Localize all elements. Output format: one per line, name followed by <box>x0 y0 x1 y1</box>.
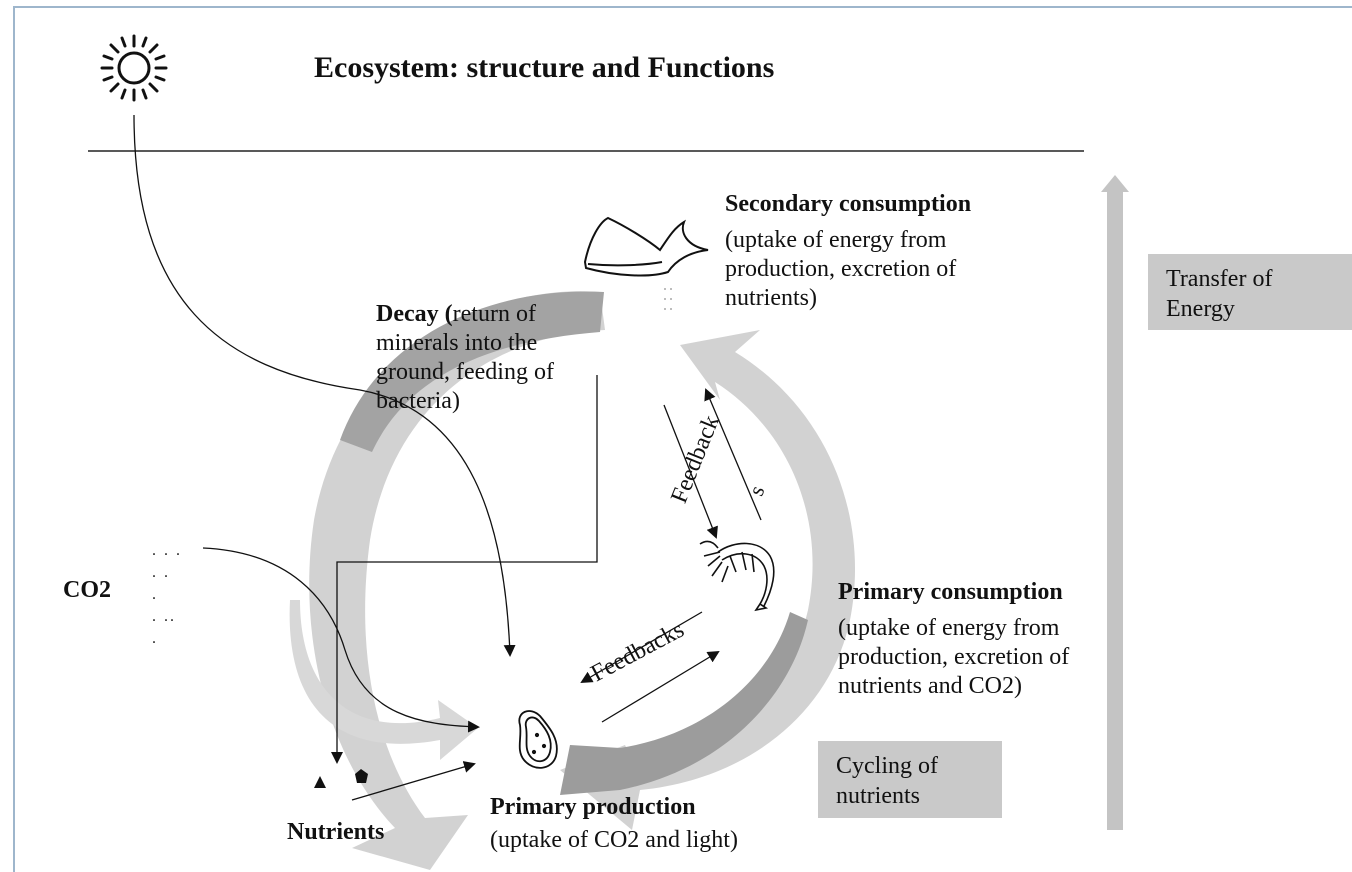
nutrients-label: Nutrients <box>287 819 385 845</box>
co2-label: CO2 <box>63 577 111 603</box>
page-title: Ecosystem: structure and Functions <box>314 51 775 84</box>
cycling-nutrients-box: Cycling of nutrients <box>818 741 1002 818</box>
decay-desc-inline: return of <box>452 301 536 327</box>
decay-desc: minerals into the ground, feeding of bac… <box>376 330 554 414</box>
cycle-arc-decay <box>309 291 605 871</box>
primary-production-title: Primary production <box>490 794 696 820</box>
cycle-arc-production-dark <box>560 612 808 795</box>
co2-dots: . . . . . . . .. . <box>152 542 182 647</box>
nutrients-flow-arrow <box>351 761 476 801</box>
co2-flow-arrow <box>202 547 480 733</box>
light-flow-arrow <box>133 114 516 657</box>
primary-consumption-desc: (uptake of energy from production, excre… <box>838 615 1070 699</box>
transfer-energy-box: Transfer of Energy <box>1148 254 1352 330</box>
decay-flow-arrow <box>331 375 598 764</box>
primary-consumption-title: Primary consumption <box>838 579 1063 605</box>
feedbacks-arrow-right <box>601 650 720 723</box>
primary-production-desc: (uptake of CO2 and light) <box>490 827 738 853</box>
secondary-consumption-title: Secondary consumption <box>725 191 972 217</box>
whale-icon <box>583 216 709 277</box>
feedback-arrow-down <box>663 404 718 539</box>
whale-dots <box>664 288 672 310</box>
decay-label: Decay (return of <box>376 300 536 329</box>
energy-transfer-arrow <box>1101 175 1129 830</box>
feedbacks-arrow-left <box>580 611 703 684</box>
secondary-consumption-desc: (uptake of energy from production, excre… <box>725 227 957 311</box>
decay-title: Decay ( <box>376 301 453 327</box>
nutrient-cycle-ring <box>289 291 856 871</box>
cycle-arc-consumption <box>560 330 856 830</box>
nutrient-pentagon-icon <box>355 769 368 783</box>
diagram-frame <box>13 6 1352 872</box>
sun-icon <box>100 34 168 102</box>
shrimp-icon <box>699 540 775 612</box>
cycle-arc-decay-dark <box>340 291 604 452</box>
feedback-arrow-up <box>704 388 762 521</box>
nutrient-triangle-icon <box>314 776 326 788</box>
cell-icon <box>518 710 558 769</box>
